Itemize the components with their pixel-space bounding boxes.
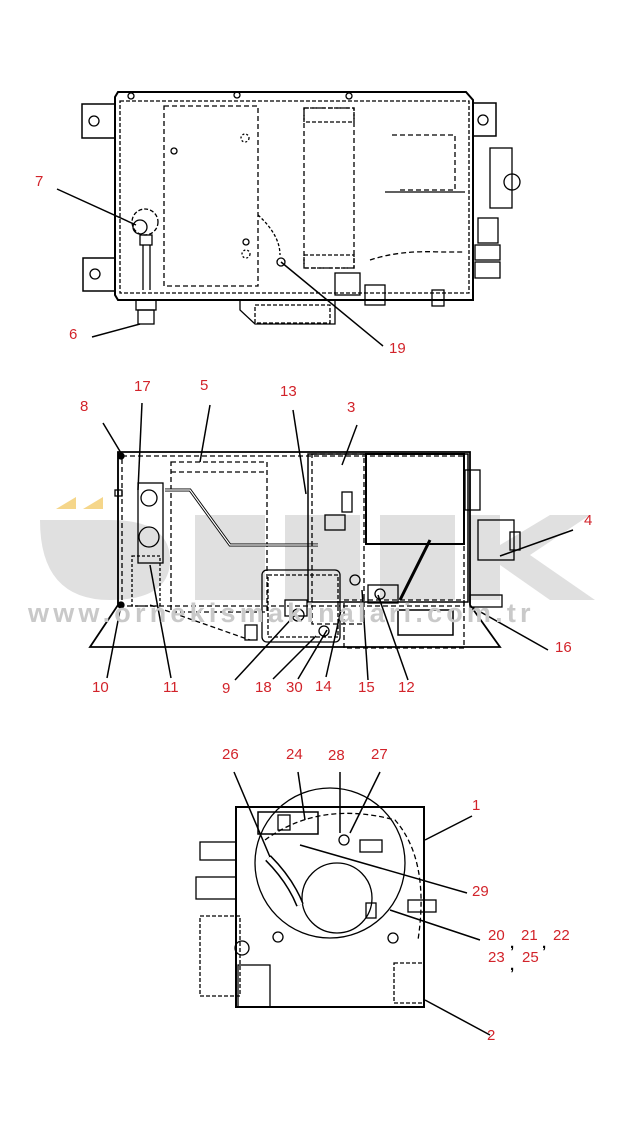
callout-5: 5 [200,377,209,394]
callout-16: 16 [555,639,572,656]
callout-9: 9 [222,680,231,697]
comma-separator: , [510,935,515,952]
callout-18: 18 [255,679,272,696]
callout-13: 13 [280,383,297,400]
callout-11: 11 [163,679,179,696]
callout-23: 23 [488,949,505,966]
callout-10: 10 [92,679,109,696]
watermark [40,497,595,600]
top-view [81,91,521,325]
comma-separator: , [542,935,547,952]
callout-26: 26 [222,746,239,763]
callout-19: 19 [389,340,406,357]
callout-2: 2 [487,1027,496,1044]
callout-21: 21 [521,927,538,944]
side-view [195,787,437,1008]
callout-25: 25 [522,949,539,966]
leader-lines [56,188,574,1036]
watermark-url: www.ornekismakinalari.com.tr [28,598,535,628]
callout-3: 3 [347,399,356,416]
callout-6: 6 [69,326,78,343]
callout-7: 7 [35,173,44,190]
callout-15: 15 [358,679,375,696]
callout-12: 12 [398,679,415,696]
callout-22: 22 [553,927,570,944]
callout-17: 17 [134,378,151,395]
callout-20: 20 [488,927,505,944]
callout-27: 27 [371,746,388,763]
callout-28: 28 [328,747,345,764]
callout-24: 24 [286,746,303,763]
callout-29: 29 [472,883,489,900]
callout-14: 14 [315,678,332,695]
front-view [88,451,521,649]
callout-30: 30 [286,679,303,696]
callout-4: 4 [584,512,593,529]
comma-separator: , [510,957,515,974]
callout-8: 8 [80,398,89,415]
callout-1: 1 [472,797,481,814]
